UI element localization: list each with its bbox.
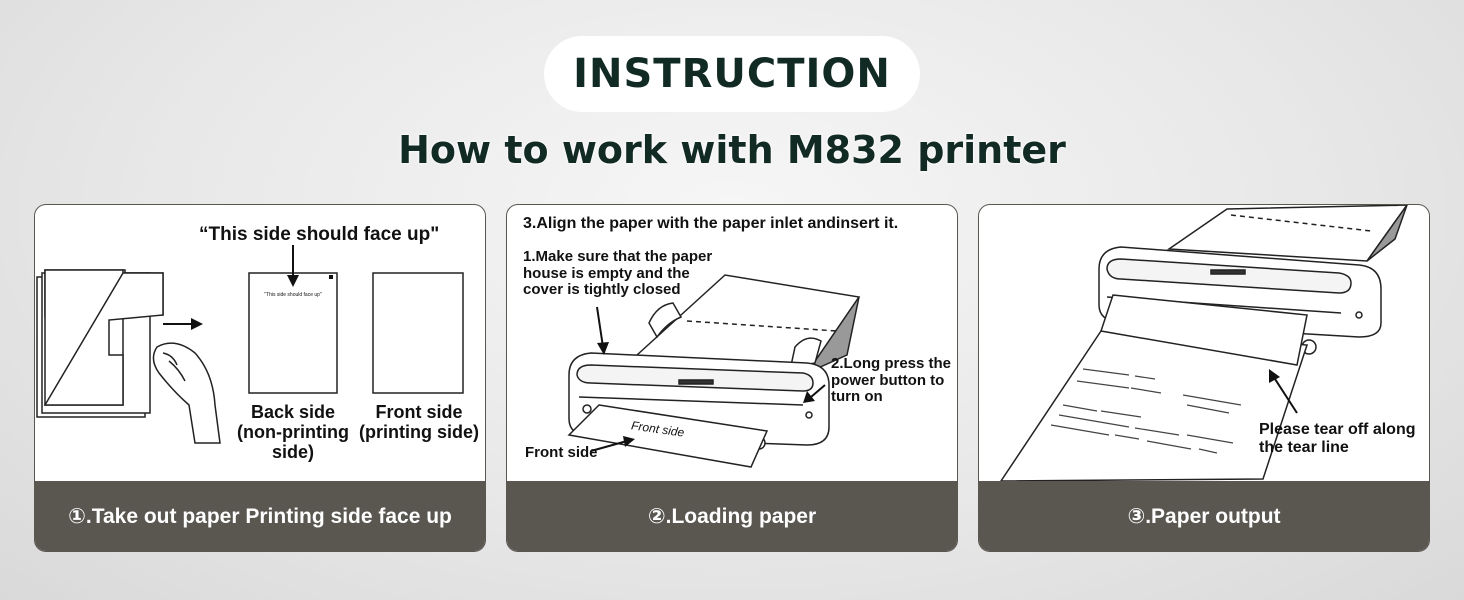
step-3-caption: ③.Paper output (979, 481, 1429, 551)
step-1-panel: “This side should face up" "This side sh… (34, 204, 486, 552)
back-side-label: Back side (non-printing side) (231, 403, 355, 462)
arrow-right-icon (191, 318, 203, 330)
align-instruction: 3.Align the paper with the paper inlet a… (523, 215, 898, 233)
face-up-callout: “This side should face up" (199, 225, 439, 246)
step-2-caption: ②.Loading paper (507, 481, 957, 551)
power-button-icon (1356, 312, 1362, 318)
tear-instruction: Please tear off along the tear line (1259, 421, 1429, 456)
step-1-caption: ①.Take out paper Printing side face up (35, 481, 485, 551)
page-subtitle: How to work with M832 printer (0, 128, 1464, 172)
front-side-label: Front side (printing side) (357, 403, 481, 443)
power-button-icon (806, 412, 812, 418)
sheet-face-up-note: "This side should face up" (249, 293, 337, 299)
power-instruction: 2.Long press the power button to turn on (831, 356, 955, 406)
step-3-panel: Please tear off along the tear line ③.Pa… (978, 204, 1430, 552)
front-side-label: Front side (525, 445, 598, 462)
cover-instruction: 1.Make sure that the paper house is empt… (523, 249, 723, 299)
hand-icon (153, 343, 220, 443)
front-side-sheet (373, 273, 463, 393)
step-2-panel: 3.Align the paper with the paper inlet a… (506, 204, 958, 552)
page-title: INSTRUCTION (573, 51, 891, 97)
back-side-sheet (249, 273, 337, 393)
title-pill: INSTRUCTION (544, 36, 920, 112)
